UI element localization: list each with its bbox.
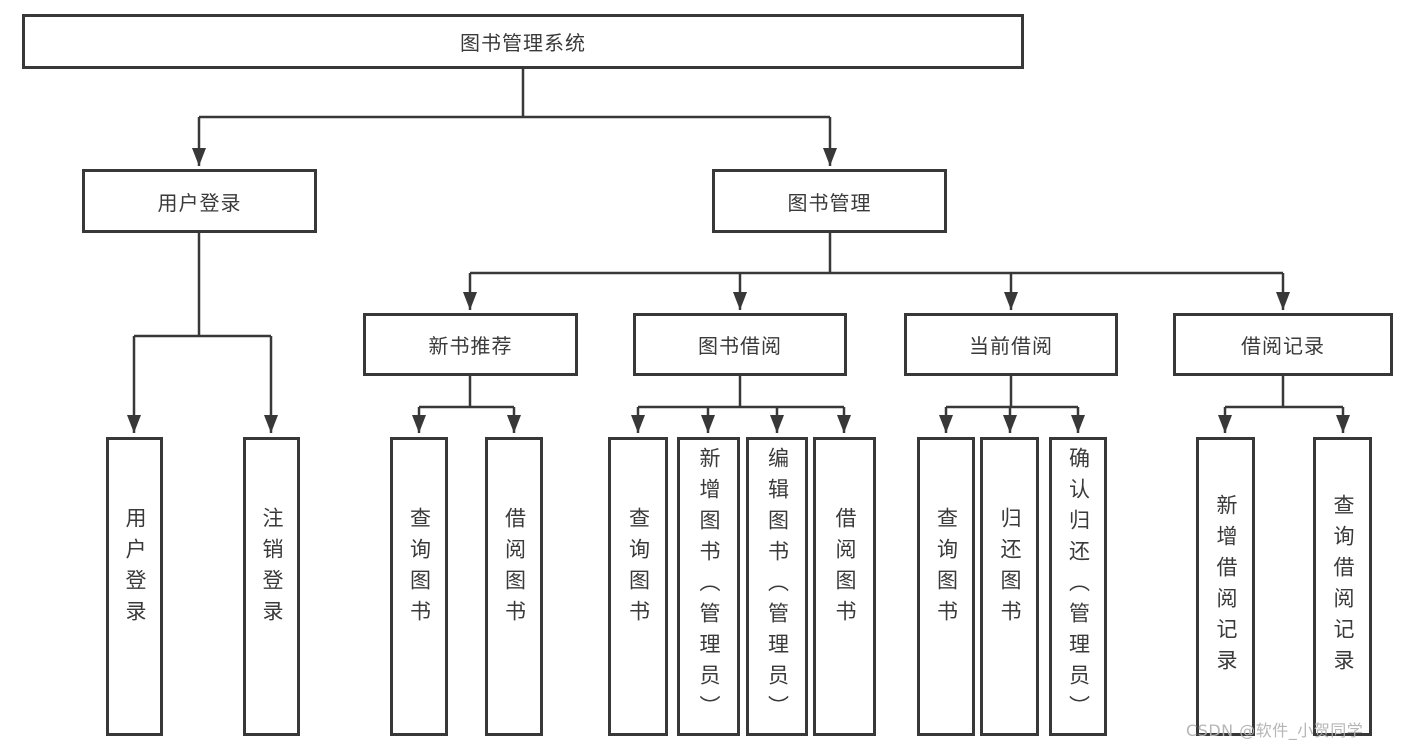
leaf-add-borrow-record: 新增借阅记录 <box>1196 437 1255 736</box>
node-label: 注销登录 <box>260 506 284 631</box>
connector-user-login-children <box>127 233 278 433</box>
leaf-query-borrow-record: 查询借阅记录 <box>1313 437 1372 736</box>
node-label: 用户登录 <box>123 506 147 631</box>
node-book-management: 图书管理 <box>712 169 947 233</box>
node-label: 新书推荐 <box>428 334 513 358</box>
leaf-borrow-books: 借阅图书 <box>813 437 876 736</box>
node-label: 图书借阅 <box>698 334 782 358</box>
connector-book-management-children <box>463 233 1290 310</box>
connector-borrow-records-children <box>1218 376 1350 433</box>
node-label: 新增借阅记录 <box>1214 493 1238 680</box>
node-label: 查询图书 <box>407 506 432 631</box>
connector-book-borrow-children <box>631 376 851 433</box>
leaf-borrow-books-recommend: 借阅图书 <box>485 437 543 736</box>
node-new-book-recommend: 新书推荐 <box>363 313 578 376</box>
node-borrow-records: 借阅记录 <box>1173 313 1393 376</box>
node-label: 当前借阅 <box>969 334 1053 358</box>
leaf-query-books-recommend: 查询图书 <box>390 437 448 736</box>
connector-new-book-recommend-children <box>412 376 521 433</box>
node-book-borrow: 图书借阅 <box>633 313 847 376</box>
leaf-user-login: 用户登录 <box>106 437 163 736</box>
leaf-confirm-return-admin: 确认归还（管理员） <box>1049 437 1107 736</box>
node-label: 新增图书（管理员） <box>697 447 721 726</box>
node-current-borrow: 当前借阅 <box>904 313 1118 376</box>
connector-root-to-level2 <box>192 69 837 166</box>
node-label: 编辑图书（管理员） <box>765 447 790 726</box>
node-label: 图书管理 <box>787 190 872 215</box>
node-label: 图书管理系统 <box>460 31 586 55</box>
node-label: 查询图书 <box>934 506 959 631</box>
leaf-edit-books-admin: 编辑图书（管理员） <box>746 437 808 736</box>
leaf-query-books-current: 查询图书 <box>917 437 975 736</box>
node-label: 用户登录 <box>157 190 242 215</box>
node-label: 借阅记录 <box>1241 334 1325 358</box>
node-label: 借阅图书 <box>833 506 857 631</box>
leaf-logout: 注销登录 <box>243 437 300 736</box>
leaf-query-books-borrow: 查询图书 <box>608 437 668 736</box>
node-label: 确认归还（管理员） <box>1066 447 1091 726</box>
node-label: 查询图书 <box>626 506 651 631</box>
node-label: 归还图书 <box>998 506 1022 631</box>
connector-current-borrow-children <box>939 376 1085 433</box>
node-label: 借阅图书 <box>502 506 527 631</box>
node-library-management-system: 图书管理系统 <box>22 14 1024 69</box>
node-user-login: 用户登录 <box>82 169 317 233</box>
leaf-add-books-admin: 新增图书（管理员） <box>677 437 740 736</box>
leaf-return-books: 归还图书 <box>980 437 1039 736</box>
csdn-watermark: CSDN @软件_小贺同学 <box>1186 721 1364 740</box>
node-label: 查询借阅记录 <box>1331 493 1355 680</box>
